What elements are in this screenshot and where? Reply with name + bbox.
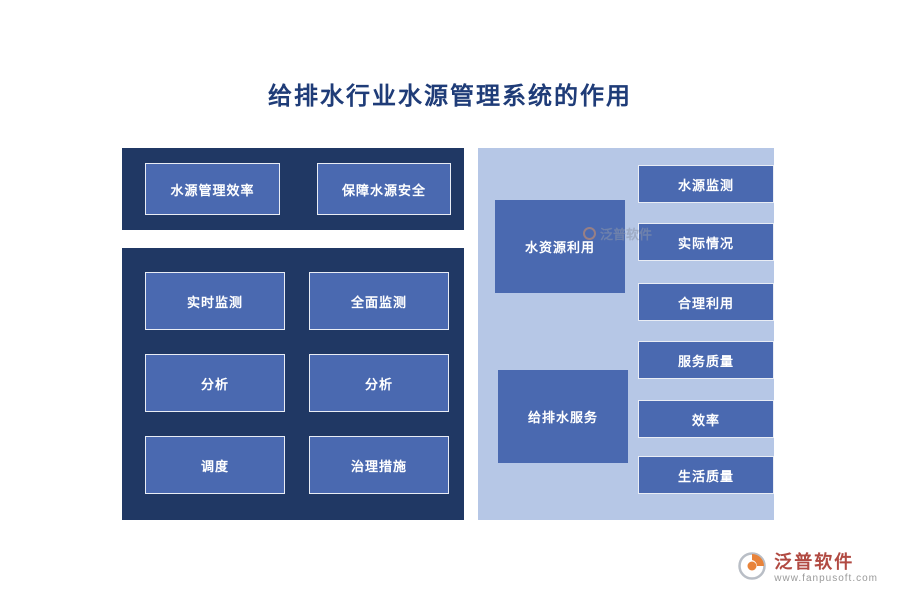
node-actual-situation: 实际情况 bbox=[638, 223, 774, 261]
node-efficiency: 效率 bbox=[638, 400, 774, 438]
brand-name: 泛普软件 bbox=[774, 552, 855, 573]
node-dispatch: 调度 bbox=[145, 436, 285, 494]
panel-functions: 实时监测 全面监测 分析 分析 调度 治理措施 bbox=[122, 248, 464, 520]
brand-url: www.fanpusoft.com bbox=[774, 573, 878, 585]
node-service-quality: 服务质量 bbox=[638, 341, 774, 379]
node-full-monitoring: 全面监测 bbox=[309, 272, 449, 330]
node-life-quality: 生活质量 bbox=[638, 456, 774, 494]
node-analysis-1: 分析 bbox=[145, 354, 285, 412]
brand-logo-icon bbox=[737, 551, 767, 586]
page-title: 给排水行业水源管理系统的作用 bbox=[268, 84, 632, 111]
node-water-resource-utilization: 水资源利用 bbox=[495, 200, 625, 293]
panel-management-goals: 水源管理效率 保障水源安全 bbox=[122, 148, 464, 230]
node-drainage-service: 给排水服务 bbox=[498, 370, 628, 463]
node-water-safety: 保障水源安全 bbox=[317, 163, 451, 215]
node-water-monitoring: 水源监测 bbox=[638, 165, 774, 203]
brand-watermark: 泛普软件 www.fanpusoft.com bbox=[737, 551, 878, 586]
node-analysis-2: 分析 bbox=[309, 354, 449, 412]
node-treatment-measures: 治理措施 bbox=[309, 436, 449, 494]
panel-utilization-service: 水资源利用 水源监测 实际情况 合理利用 给排水服务 服务质量 效率 生活质量 bbox=[478, 148, 774, 520]
node-rational-use: 合理利用 bbox=[638, 283, 774, 321]
node-management-efficiency: 水源管理效率 bbox=[145, 163, 280, 215]
node-realtime-monitoring: 实时监测 bbox=[145, 272, 285, 330]
